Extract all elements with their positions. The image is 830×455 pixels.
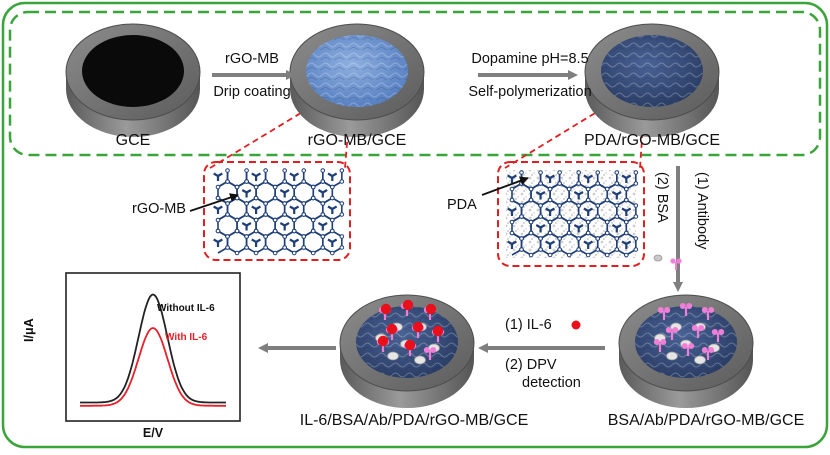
arrow-label-detection: detection [522,375,581,391]
bsa-icon [653,254,663,262]
antibody-molecule [679,303,693,316]
antibody-molecule [681,343,695,356]
antibody-molecule [701,347,715,360]
label-bsa-ab-electrode: BSA/Ab/PDA/rGO-MB/GCE [607,412,805,429]
arrow-label-drip-coating: Drip coating [213,84,291,100]
bsa-molecule [414,355,426,365]
legend-without-il6: Without IL-6 [157,303,215,314]
arrow-label-dpv: (2) DPV [505,357,557,373]
il6-molecule [402,299,414,311]
chart-ylabel: I/μA [22,318,36,342]
electrode-bsa-ab [618,294,754,408]
electrode-rgo-mb-gce [289,23,425,137]
pda-pointer [481,176,529,196]
bsa-molecule [694,355,706,365]
label-il6-electrode: IL-6/BSA/Ab/PDA/rGO-MB/GCE [299,412,529,429]
electrode-gce-surface [82,35,184,107]
dpv-chart [65,272,241,422]
antibody-molecule [423,347,437,360]
chart-xlabel: E/V [142,426,164,440]
series-line-0 [80,293,226,404]
il6-molecule [377,335,389,347]
arrow-label-rgo-mb: rGO-MB [225,51,279,67]
arrow-label-dopamine: Dopamine pH=8.5 [471,51,589,67]
label-pda-rgo-mb-gce: PDA/rGO-MB/GCE [583,132,721,149]
il6-molecule [432,325,444,337]
bsa-molecule [666,351,678,361]
label-gce: GCE [115,132,151,149]
top-dashed-box [8,10,822,157]
rgo-mb-pointer [189,193,239,212]
antibody-icon [670,258,682,270]
label-rgo-mb-gce: rGO-MB/GCE [307,132,407,149]
electrode-il6 [339,294,475,408]
antibody-molecule [657,307,671,320]
callout-label-rgo-mb: rGO-MB [132,201,186,217]
arrow-label-bsa: (2) BSA [654,172,670,223]
il6-molecule [412,321,424,333]
arrow-label-antibody: (1) Antibody [694,172,710,250]
il6-molecule [425,303,437,315]
il6-molecule [386,323,398,335]
antibody-molecule [653,339,667,352]
il6-icon [571,320,581,330]
process-arrows [212,70,683,353]
arrow-label-il6: (1) IL-6 [505,317,552,333]
electrode-gce [65,23,201,137]
il6-molecule [380,303,392,315]
series-line-1 [80,327,226,407]
il6-molecule [404,339,416,351]
chart-frame [65,272,241,422]
callout-label-pda: PDA [447,197,477,213]
rgo-mb-callout-box [203,161,351,261]
antibody-molecule [711,329,725,342]
electrode-pda-rgo-mb-gce [584,23,720,137]
legend-with-il6: With IL-6 [165,332,208,343]
antibody-molecule [701,307,715,320]
antibody-molecule [691,325,705,338]
arrow-label-self-polymerization: Self-polymerization [468,84,592,100]
bsa-molecule [387,351,399,361]
antibody-molecule [665,327,679,340]
